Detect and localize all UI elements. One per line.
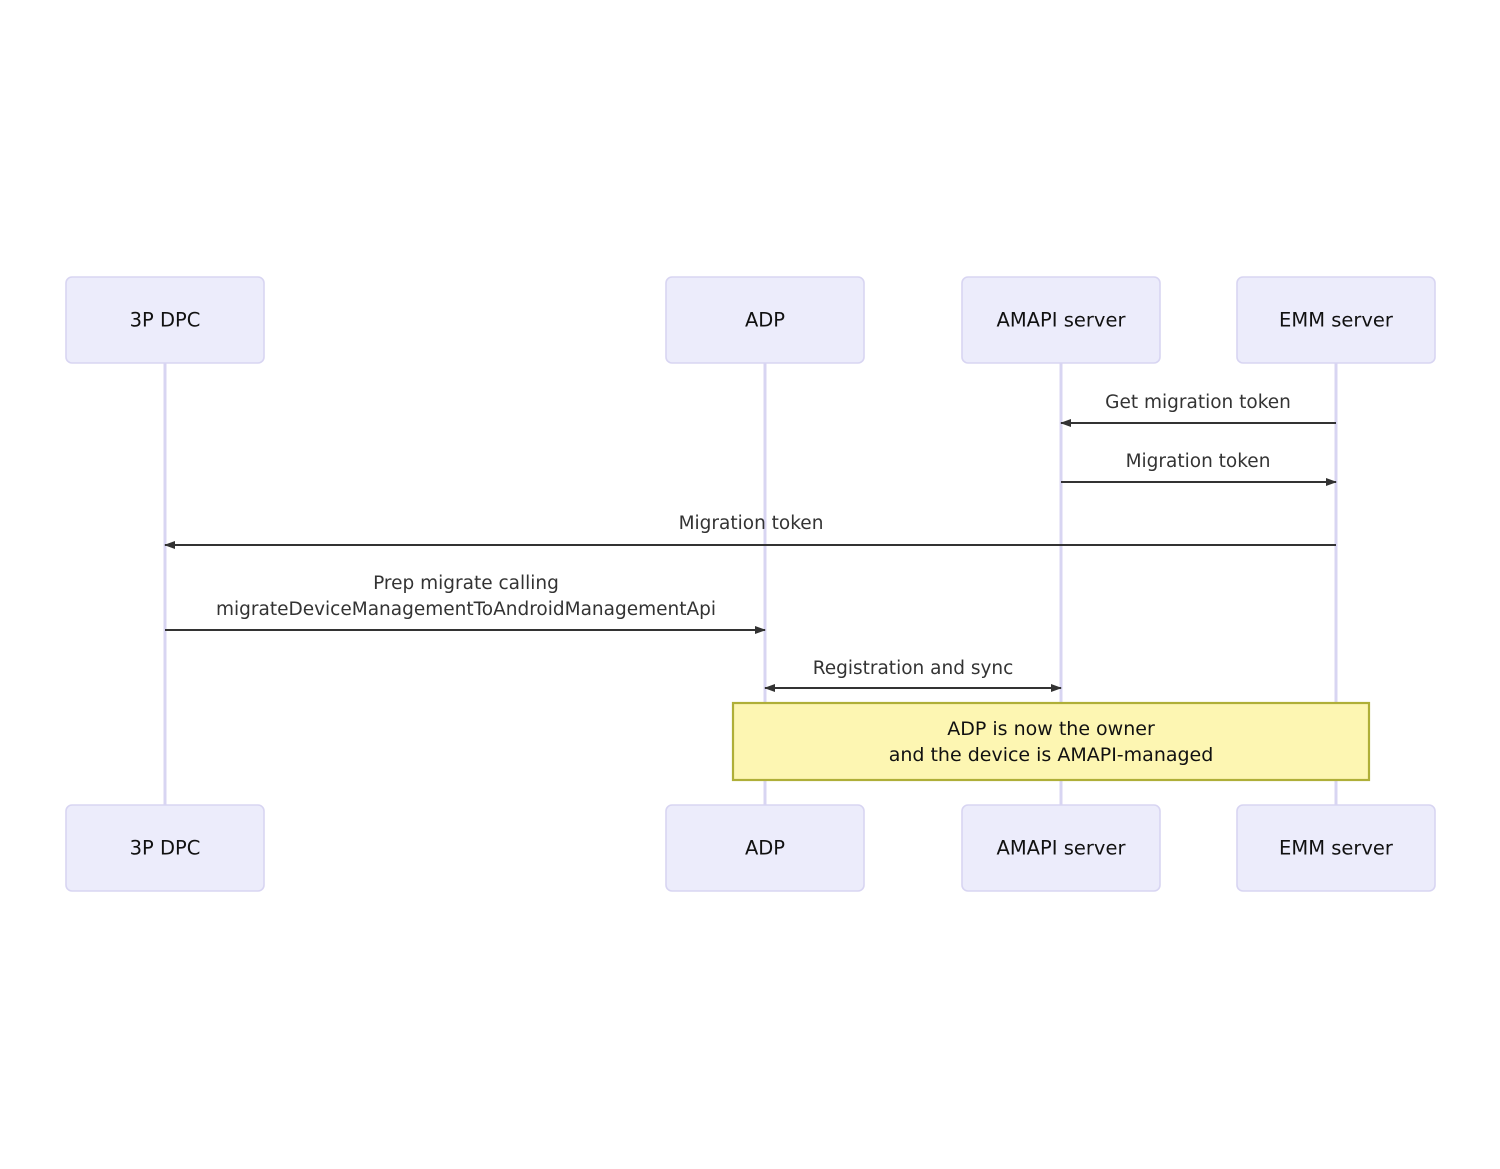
participant-label: EMM server [1279, 309, 1394, 332]
participant-box [1236, 276, 1436, 364]
participant-label: 3P DPC [130, 837, 201, 860]
participant-box [1236, 804, 1436, 892]
participant-label: 3P DPC [130, 309, 201, 332]
participant-amapi-top[interactable]: AMAPI server [961, 276, 1161, 364]
participant-box [665, 804, 865, 892]
note-text-line2: and the device is AMAPI-managed [889, 744, 1214, 766]
message-label: Get migration token [1105, 392, 1291, 413]
message-m1: Get migration token [1060, 392, 1336, 427]
message-label: Migration token [1126, 451, 1271, 472]
participant-label: EMM server [1279, 837, 1394, 860]
participant-amapi-bottom[interactable]: AMAPI server [961, 804, 1161, 892]
participant-emm-bottom[interactable]: EMM server [1236, 804, 1436, 892]
message-m2: Migration token [1061, 451, 1337, 486]
message-m3: Migration token [164, 513, 1336, 549]
message-label-line1: Prep migrate calling [373, 573, 559, 594]
participant-dpc-top[interactable]: 3P DPC [65, 276, 265, 364]
note-box [731, 701, 1371, 782]
message-label: Migration token [679, 513, 824, 534]
note-note1: ADP is now the owner and the device is AM… [731, 701, 1371, 782]
message-label: Registration and sync [813, 658, 1014, 679]
notes-group: ADP is now the owner and the device is AM… [731, 701, 1371, 782]
participant-label: ADP [745, 837, 785, 860]
participant-box [65, 804, 265, 892]
participant-adp-bottom[interactable]: ADP [665, 804, 865, 892]
participant-box [961, 804, 1161, 892]
participant-box [65, 276, 265, 364]
participant-box [961, 276, 1161, 364]
message-m5: Registration and sync [764, 658, 1062, 692]
participant-label: AMAPI server [997, 837, 1127, 860]
note-text-line1: ADP is now the owner [947, 718, 1155, 740]
participant-dpc-bottom[interactable]: 3P DPC [65, 804, 265, 892]
participant-adp-top[interactable]: ADP [665, 276, 865, 364]
message-label-line2: migrateDeviceManagementToAndroidManageme… [216, 599, 716, 620]
participant-label: AMAPI server [997, 309, 1127, 332]
participant-box [665, 276, 865, 364]
participant-emm-top[interactable]: EMM server [1236, 276, 1436, 364]
message-m4: Prep migrate calling migrateDeviceManagem… [165, 573, 766, 634]
participant-label: ADP [745, 309, 785, 332]
